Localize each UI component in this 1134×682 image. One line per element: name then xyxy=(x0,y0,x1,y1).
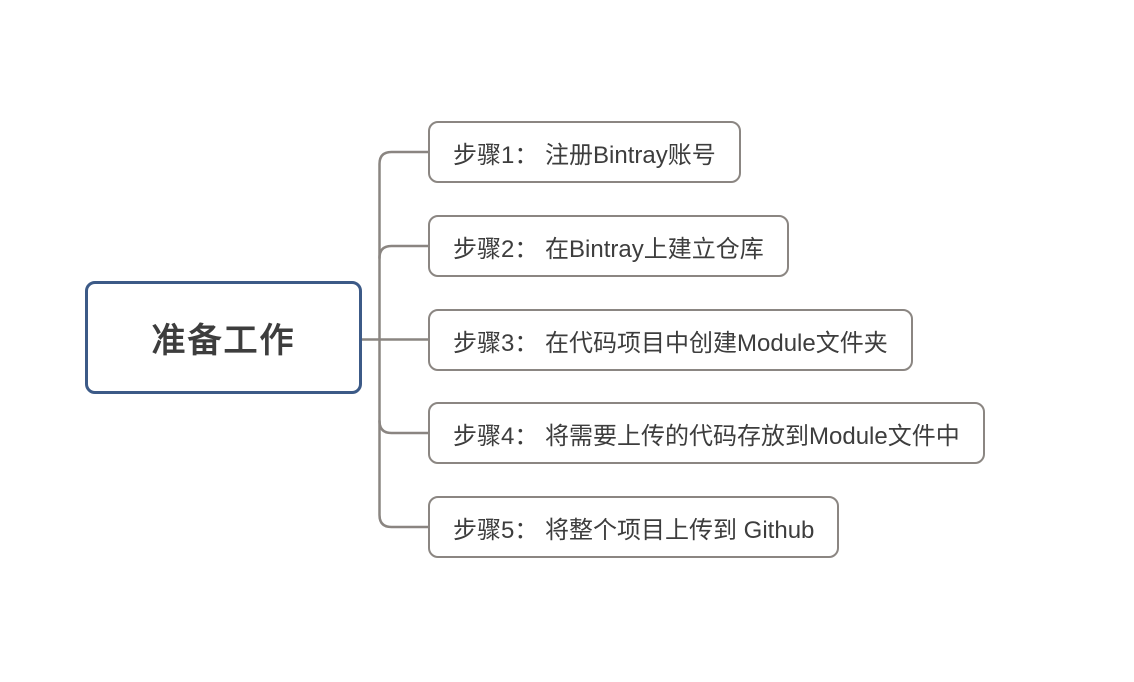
step-node-label: 步骤2： 在Bintray上建立仓库 xyxy=(453,235,764,263)
step-node-label: 步骤4： 将需要上传的代码存放到Module文件中 xyxy=(453,422,960,450)
step-node-4[interactable]: 步骤4： 将需要上传的代码存放到Module文件中 xyxy=(428,402,985,464)
step-node-label: 步骤3： 在代码项目中创建Module文件夹 xyxy=(453,329,888,357)
connector-trunk-to-step2 xyxy=(378,244,430,260)
root-node-label: 准备工作 xyxy=(151,322,296,360)
step-node-1[interactable]: 步骤1： 注册Bintray账号 xyxy=(428,121,741,183)
connector-trunk-to-step1 xyxy=(378,150,430,341)
step-node-3[interactable]: 步骤3： 在代码项目中创建Module文件夹 xyxy=(428,309,913,371)
connector-trunk-to-step5 xyxy=(378,338,430,529)
step-node-5[interactable]: 步骤5： 将整个项目上传到 Github xyxy=(428,496,840,558)
root-node[interactable]: 准备工作 xyxy=(85,281,362,394)
connector-trunk-to-step4 xyxy=(378,419,430,435)
step-node-2[interactable]: 步骤2： 在Bintray上建立仓库 xyxy=(428,215,789,277)
step-node-label: 步骤5： 将整个项目上传到 Github xyxy=(453,516,815,544)
step-node-label: 步骤1： 注册Bintray账号 xyxy=(453,141,716,169)
